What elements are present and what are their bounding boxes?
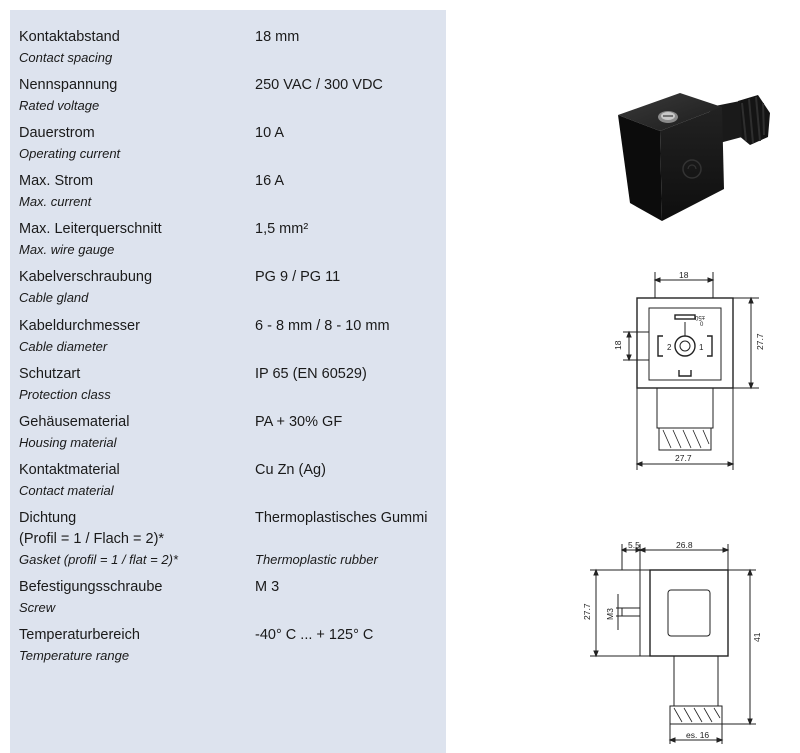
spec-label-de: Kontaktmaterial — [19, 462, 120, 478]
spec-label-en: Protection class — [19, 387, 111, 402]
spec-label-en: Housing material — [19, 435, 117, 450]
spec-value: Cu Zn (Ag) — [255, 462, 326, 478]
spec-value: 16 A — [255, 173, 285, 189]
front-view-drawing: 18 18 27.7 27.7 ±50 0 2 1 — [595, 270, 775, 485]
spec-label-de: Kabeldurchmesser — [19, 318, 140, 334]
spec-label-de: Schutzart — [19, 366, 81, 382]
side-dim-right: 41 — [752, 632, 762, 642]
spec-label-en: Screw — [19, 600, 56, 615]
spec-label-de: Befestigungsschraube — [19, 579, 163, 595]
spec-label-en: Cable diameter — [19, 339, 108, 354]
spec-label-de: Temperaturbereich — [19, 627, 140, 643]
spec-value: IP 65 (EN 60529) — [255, 366, 367, 382]
spec-value: 18 mm — [255, 29, 300, 45]
spec-label-de: Max. Leiterquerschnitt — [19, 221, 162, 237]
dim-left: 18 — [613, 340, 623, 350]
spec-value: PG 9 / PG 11 — [255, 269, 341, 285]
spec-value: M 3 — [255, 579, 280, 595]
spec-label-de: Kontaktabstand — [19, 29, 120, 45]
side-dim-left: 27.7 — [582, 603, 592, 620]
spec-label-de: Kabelverschraubung — [19, 269, 153, 285]
spec-value: 10 A — [255, 125, 285, 141]
spec-label-de: Max. Strom — [19, 173, 94, 189]
side-dim-screw: M3 — [605, 608, 615, 620]
pin-label-right: 1 — [699, 343, 704, 352]
spec-value: 6 - 8 mm / 8 - 10 mm — [255, 318, 390, 334]
pin-label-top: ±50 — [694, 314, 705, 320]
connector-photo — [600, 85, 780, 225]
spec-label-en: Contact spacing — [19, 50, 113, 65]
spec-label-en: Rated voltage — [19, 98, 100, 113]
spec-label-de: Dichtung — [19, 510, 77, 526]
spec-value: PA + 30% GF — [255, 414, 343, 430]
spec-label-en: Operating current — [19, 146, 121, 161]
spec-value-en: Thermoplastic rubber — [255, 552, 378, 567]
dim-width-top: 18 — [679, 270, 689, 280]
spec-label-en: Max. wire gauge — [19, 242, 115, 257]
side-dim-top-b: 26.8 — [676, 540, 693, 550]
spec-value: Thermoplastisches Gummi — [255, 510, 428, 526]
spec-value: 250 VAC / 300 VDC — [255, 77, 383, 93]
side-view-drawing: 5.5 26.8 27.7 M3 41 es. 16 — [570, 538, 770, 748]
spec-label-en: Cable gland — [19, 290, 89, 305]
spec-label-de: Nennspannung — [19, 77, 118, 93]
spec-label-en: Gasket (profil = 1 / flat = 2)* — [19, 552, 178, 567]
spec-value: -40° C ... + 125° C — [255, 627, 374, 643]
dim-width-bottom: 27.7 — [675, 453, 692, 463]
pin-label-left: 2 — [667, 343, 672, 352]
side-dim-bottom: es. 16 — [686, 730, 709, 740]
dim-right: 27.7 — [755, 333, 765, 350]
side-dim-top-a: 5.5 — [628, 540, 640, 550]
spec-label-en: Max. current — [19, 194, 92, 209]
spec-label-en: Contact material — [19, 483, 114, 498]
spec-panel: Kontaktabstand Contact spacing 18 mm Nen… — [10, 10, 446, 753]
spec-value: 1,5 mm² — [255, 221, 309, 237]
spec-label-de: Gehäusematerial — [19, 414, 130, 430]
spec-label-de-detail: (Profil = 1 / Flach = 2)* — [19, 531, 165, 547]
spec-label-de: Dauerstrom — [19, 125, 95, 141]
pin-label-num: 0 — [700, 322, 704, 328]
spec-label-en: Temperature range — [19, 648, 130, 663]
